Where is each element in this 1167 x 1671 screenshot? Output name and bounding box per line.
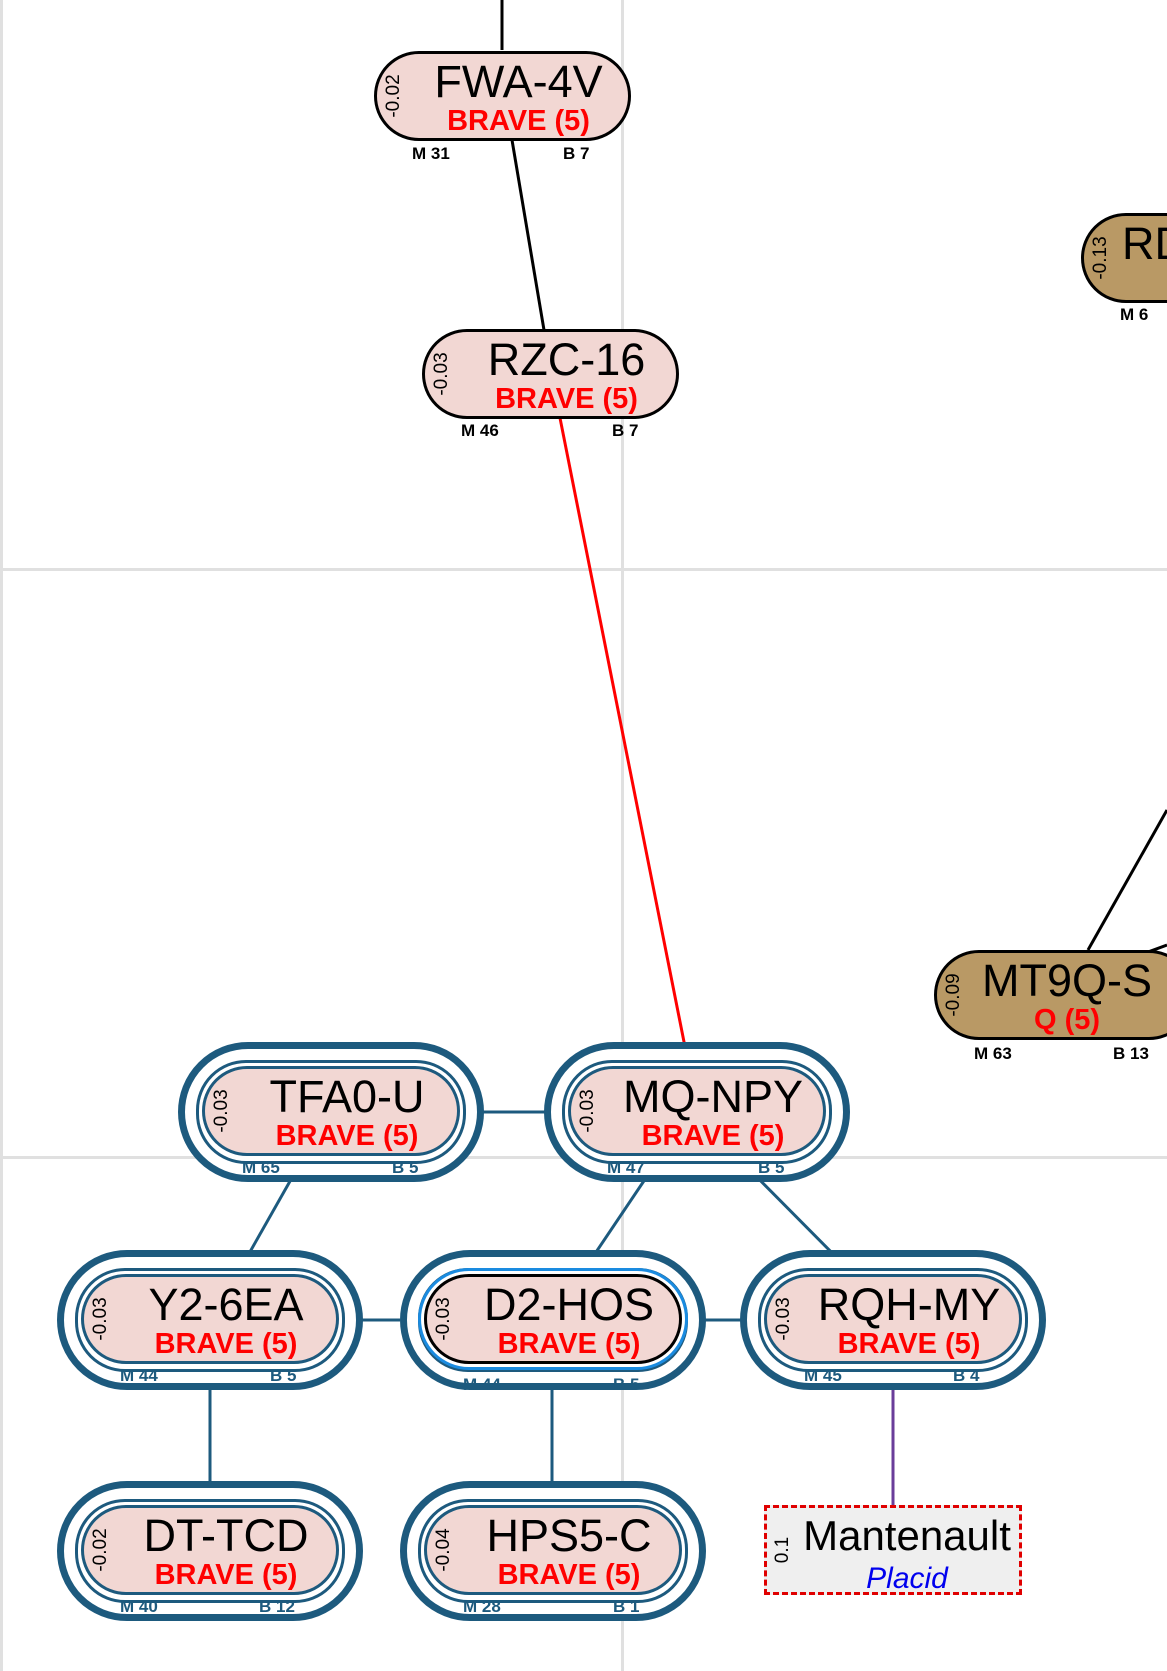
security-status: 0.1 <box>772 1536 793 1564</box>
moons-count: M 65 <box>242 1158 280 1177</box>
sovereignty-holder: BRAVE (5) <box>497 1328 641 1360</box>
moons-count: M 40 <box>120 1597 158 1616</box>
moons-count: M 28 <box>463 1597 501 1616</box>
system-node-fwa-4v[interactable]: -0.02 FWA-4V BRAVE (5) <box>374 51 631 141</box>
belts-count: B 5 <box>613 1375 640 1394</box>
moons-count: M 47 <box>607 1158 645 1177</box>
system-name: FWA-4V <box>434 56 603 107</box>
security-status: -0.13 <box>1090 236 1111 280</box>
system-node-d2-hos[interactable]: -0.03 D2-HOS BRAVE (5) <box>424 1274 682 1364</box>
security-status: -0.03 <box>577 1089 598 1133</box>
sovereignty-holder: BRAVE (5) <box>447 105 590 137</box>
belts-count: B 12 <box>259 1597 295 1616</box>
security-status: -0.03 <box>211 1089 232 1133</box>
system-node-y2-6ea[interactable]: -0.03 Y2-6EA BRAVE (5) <box>81 1274 339 1364</box>
belts-count: B 5 <box>270 1366 297 1385</box>
system-node-rd[interactable]: -0.13 RD <box>1081 213 1167 303</box>
system-node-mq-npy[interactable]: -0.03 MQ-NPY BRAVE (5) <box>568 1066 826 1156</box>
belts-count: B 4 <box>953 1366 980 1385</box>
sovereignty-holder: BRAVE (5) <box>154 1559 298 1591</box>
security-status: -0.03 <box>433 1297 454 1341</box>
connection-line <box>1086 809 1167 951</box>
security-status: -0.03 <box>773 1297 794 1341</box>
sovereignty-holder: BRAVE (5) <box>154 1328 298 1360</box>
system-name: RD <box>1122 218 1167 269</box>
security-status: -0.03 <box>90 1297 111 1341</box>
security-status: -0.03 <box>431 352 452 396</box>
sovereignty-holder: BRAVE (5) <box>641 1120 785 1152</box>
system-name: Y2-6EA <box>148 1279 304 1330</box>
belts-count: B 7 <box>612 421 639 440</box>
belts-count: B 1 <box>613 1597 640 1616</box>
grid-line <box>0 0 3 1671</box>
system-name: HPS5-C <box>486 1510 652 1561</box>
security-status: -0.02 <box>90 1528 111 1572</box>
sovereignty-holder: Q (5) <box>1033 1004 1101 1036</box>
system-name: Mantenault <box>803 1512 1011 1559</box>
system-node-hps5-c[interactable]: -0.04 HPS5-C BRAVE (5) <box>424 1505 682 1595</box>
system-name: MT9Q-S <box>981 955 1152 1006</box>
system-node-tfa0-u[interactable]: -0.03 TFA0-U BRAVE (5) <box>202 1066 460 1156</box>
sovereignty-holder: BRAVE (5) <box>495 383 638 415</box>
system-node-mt9q-s[interactable]: -0.09 MT9Q-S Q (5) <box>934 950 1167 1040</box>
system-node-dt-tcd[interactable]: -0.02 DT-TCD BRAVE (5) <box>81 1505 339 1595</box>
sovereignty-holder: BRAVE (5) <box>497 1559 641 1591</box>
moons-count: M 44 <box>120 1366 158 1385</box>
system-node-rzc-16[interactable]: -0.03 RZC-16 BRAVE (5) <box>422 329 679 419</box>
security-status: -0.09 <box>943 973 964 1017</box>
belts-count: B 7 <box>563 144 590 163</box>
moons-count: M 45 <box>804 1366 842 1385</box>
moons-count: M 63 <box>974 1044 1012 1063</box>
system-name: D2-HOS <box>483 1279 655 1330</box>
system-name: RZC-16 <box>487 334 646 385</box>
moons-count: M 31 <box>412 144 450 163</box>
grid-line <box>0 568 1167 571</box>
system-node-rqh-my[interactable]: -0.03 RQH-MY BRAVE (5) <box>764 1274 1022 1364</box>
moons-count: M 6 <box>1120 305 1149 324</box>
system-name: TFA0-U <box>269 1071 425 1122</box>
grid-line <box>621 0 624 1671</box>
security-status: -0.04 <box>433 1528 454 1572</box>
belts-count: B 5 <box>392 1158 419 1177</box>
sovereignty-holder: BRAVE (5) <box>275 1120 419 1152</box>
belts-count: B 5 <box>758 1158 785 1177</box>
connection-line <box>510 139 546 331</box>
moons-count: M 44 <box>463 1375 501 1394</box>
external-system-mantenault[interactable]: 0.1 Mantenault Placid <box>764 1505 1022 1595</box>
region-status: Placid <box>866 1562 948 1595</box>
system-name: DT-TCD <box>143 1510 309 1561</box>
moons-count: M 46 <box>461 421 499 440</box>
region-connection-line <box>558 417 691 1068</box>
sovereignty-holder: BRAVE (5) <box>837 1328 981 1360</box>
system-name: MQ-NPY <box>623 1071 803 1122</box>
belts-count: B 13 <box>1113 1044 1149 1063</box>
security-status: -0.02 <box>383 74 404 118</box>
system-name: RQH-MY <box>817 1279 1001 1330</box>
